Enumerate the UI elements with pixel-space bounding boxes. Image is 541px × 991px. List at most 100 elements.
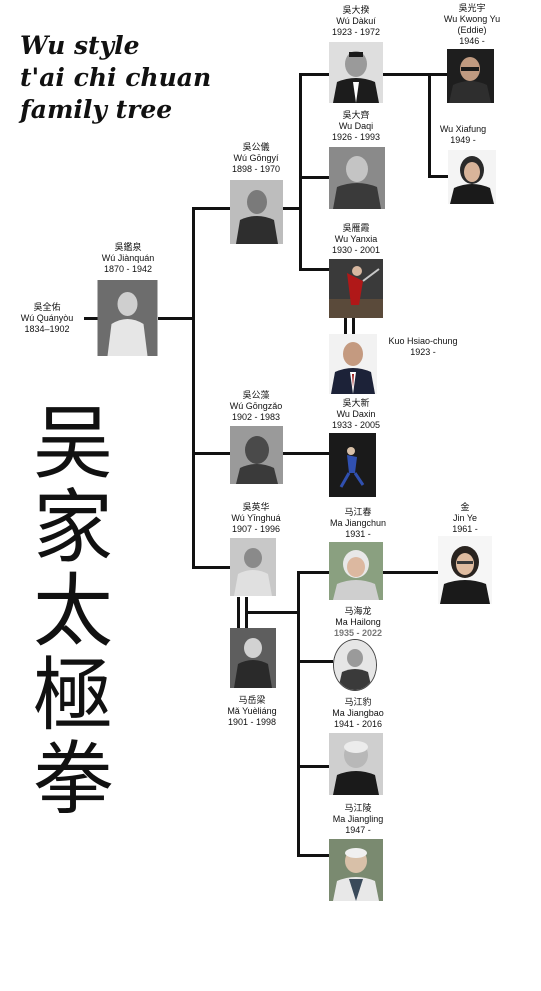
name-chinese: 金 <box>460 502 470 512</box>
portrait-jiangchun <box>329 542 383 600</box>
life-years: 1946 - <box>459 36 485 46</box>
name-chinese: 吳英华 <box>242 502 270 512</box>
person-jianquan-label: 吳鑑泉 Wú Jiànquán 1870 - 1942 <box>88 242 168 275</box>
portrait-dakui <box>329 42 383 103</box>
name-chinese: 马江陵 <box>344 803 372 813</box>
connector <box>192 207 230 210</box>
name-pinyin: Wú Gōngyí <box>233 153 279 163</box>
name-pinyin: Ma Jiangbao <box>332 708 384 718</box>
connector <box>297 765 329 768</box>
portrait-kuo <box>329 334 377 394</box>
life-years: 1931 - <box>345 529 371 539</box>
connector <box>383 73 447 76</box>
name-pinyin: Wú Dàkuí <box>336 16 376 26</box>
person-hailong-label: 马海龙 Ma Hailong 1935 - 2022 <box>318 606 398 639</box>
name-chinese: 吳大齊 <box>342 110 370 120</box>
portrait-yinghua <box>230 538 276 596</box>
connector <box>283 452 329 455</box>
name-chinese: 马江春 <box>344 507 372 517</box>
name-chinese: 吳全佑 <box>33 302 61 312</box>
person-jiangchun-label: 马江春 Ma Jiangchun 1931 - <box>318 507 398 540</box>
name-pinyin: Wú Quányòu <box>20 313 74 323</box>
person-dakui-label: 吳大揆 Wú Dàkuí 1923 - 1972 <box>318 5 394 38</box>
name-chinese: 吳鑑泉 <box>114 242 142 252</box>
portrait-hailong <box>333 639 377 691</box>
person-gongyi-label: 吳公儀 Wú Gōngyí 1898 - 1970 <box>220 142 292 175</box>
life-years: 1923 - 1972 <box>331 27 381 37</box>
name-pinyin: Wu Daxin <box>336 409 376 419</box>
life-years: 1923 - <box>410 347 436 357</box>
person-kuo-label: Kuo Hsiao-chung 1923 - <box>378 336 468 358</box>
title-line-2: t'ai chi chuan <box>20 63 212 92</box>
person-photo-icon <box>230 628 276 688</box>
connector <box>297 571 329 574</box>
person-kwongyu-label: 吳光宇 Wu Kwong Yu (Eddie) 1946 - <box>432 3 512 47</box>
portrait-yanxia <box>329 259 383 318</box>
name-chinese: 马岳梁 <box>238 695 266 705</box>
portrait-gongyi <box>230 180 283 244</box>
life-years: 1949 - <box>450 135 476 145</box>
person-daxin-label: 吳大新 Wu Daxin 1933 - 2005 <box>318 398 394 431</box>
connector <box>299 73 302 271</box>
life-years: 1933 - 2005 <box>331 420 381 430</box>
person-photo-icon <box>329 147 385 209</box>
person-jinye-label: 金 Jin Ye 1961 - <box>434 502 496 535</box>
connector <box>352 318 355 334</box>
connector <box>192 566 230 569</box>
person-photo-icon <box>329 733 383 795</box>
name-pinyin: Ma Hailong <box>335 617 381 627</box>
portrait-jinye <box>438 536 492 604</box>
life-years: 1941 - 2016 <box>333 719 383 729</box>
person-photo-icon <box>329 42 383 103</box>
connector <box>299 268 329 271</box>
life-years: 1926 - 1993 <box>331 132 381 142</box>
person-photo-icon <box>329 334 377 394</box>
connector <box>84 317 98 320</box>
action-photo-icon <box>329 259 383 318</box>
connector <box>428 73 431 178</box>
portrait-kwongyu <box>447 49 494 103</box>
chart-title: Wu style t'ai chi chuan family tree <box>20 30 211 126</box>
name-chinese: 吳公儀 <box>242 142 270 152</box>
name-pinyin: Ma Jiangling <box>332 814 384 824</box>
connector <box>344 318 347 334</box>
portrait-daqi <box>329 147 385 209</box>
person-photo-icon <box>438 536 492 604</box>
person-photo-icon <box>329 839 383 901</box>
person-photo-icon <box>334 640 376 690</box>
portrait-yueliang <box>230 628 276 688</box>
title-line-1: Wu style <box>20 31 140 60</box>
person-gongzao-label: 吳公藻 Wú Gōngzǎo 1902 - 1983 <box>220 390 292 423</box>
person-yanxia-label: 吳雁霞 Wu Yanxia 1930 - 2001 <box>318 223 394 256</box>
connector <box>297 854 329 857</box>
life-years: 1870 - 1942 <box>103 264 153 274</box>
life-years: 1935 - 2022 <box>333 628 383 638</box>
name-pinyin: Wú Gōngzǎo <box>229 401 283 411</box>
portrait-jiangbao <box>329 733 383 795</box>
name-chinese: 马海龙 <box>344 606 372 616</box>
connector <box>428 175 448 178</box>
life-years: 1898 - 1970 <box>231 164 281 174</box>
life-years: 1907 - 1996 <box>231 524 281 534</box>
title-line-3: family tree <box>20 95 173 124</box>
name-chinese: 马江豹 <box>344 697 372 707</box>
person-yueliang-label: 马岳梁 Mǎ Yuèliáng 1901 - 1998 <box>212 695 292 728</box>
portrait-jianquan <box>97 280 158 356</box>
name-alias: (Eddie) <box>457 25 487 35</box>
connector <box>383 571 439 574</box>
person-jiangling-label: 马江陵 Ma Jiangling 1947 - <box>318 803 398 836</box>
name-pinyin: Wú Jiànquán <box>101 253 155 263</box>
person-daqi-label: 吳大齊 Wu Daqi 1926 - 1993 <box>318 110 394 143</box>
name-pinyin: Wu Daqi <box>338 121 374 131</box>
connector <box>192 452 230 455</box>
life-years: 1834–1902 <box>24 324 70 334</box>
name-chinese: 吳光宇 <box>458 3 486 13</box>
connector <box>283 207 302 210</box>
person-jiangbao-label: 马江豹 Ma Jiangbao 1941 - 2016 <box>318 697 398 730</box>
life-years: 1901 - 1998 <box>227 717 277 727</box>
connector <box>297 571 300 857</box>
name-chinese: 吳大新 <box>342 398 370 408</box>
portrait-daxin <box>329 433 376 497</box>
person-yinghua-label: 吳英华 Wú Yīnghuá 1907 - 1996 <box>220 502 292 535</box>
name-pinyin: Ma Jiangchun <box>329 518 387 528</box>
